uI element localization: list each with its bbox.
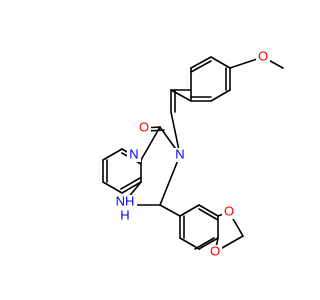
bond-c2-benzodioxole	[159, 204, 181, 217]
bond-benzo-6	[121, 181, 142, 194]
ring-nh-mask	[113, 209, 137, 223]
bond-dioxole-ring-4-inner	[194, 237, 215, 250]
bond-methyl-link	[170, 89, 192, 102]
imine-nitrogen-label: N	[175, 146, 184, 161]
dioxole-bottom-oxygen-label: O	[210, 243, 220, 258]
bond-n-n-link	[170, 111, 181, 156]
ring-nitrogen-label: N	[129, 146, 138, 161]
bond-dioxole-ring-5	[179, 237, 200, 250]
ring-nitrogen-mask	[127, 148, 141, 162]
bond-dioxole-ring-4	[198, 237, 219, 250]
ring-nh-top-mask	[113, 195, 137, 209]
bond-dioxole-ring-2	[198, 204, 219, 217]
dioxole-top-oxygen-mask	[222, 205, 236, 219]
methoxy-oxygen-label: O	[258, 48, 268, 63]
carbonyl-oxygen-mask	[137, 121, 151, 135]
bond-dioxole-ring-2-inner	[198, 208, 219, 221]
bond-n3-c2	[159, 154, 181, 206]
molecule-diagram: O N N H NH O O O	[102, 48, 284, 259]
atom-label-layer: O N N H NH O O O	[113, 48, 270, 259]
bond-anisole-2	[210, 56, 231, 69]
bond-anisole-4	[210, 89, 231, 102]
molecule-canvas: O N N H NH O O O	[102, 48, 284, 259]
bond-benzo-6-inner	[120, 177, 141, 190]
methoxy-oxygen-mask	[256, 50, 270, 64]
ring-nh-label: H	[120, 207, 129, 222]
bond-benzo-1	[102, 181, 123, 194]
dioxole-top-oxygen-label: O	[224, 203, 234, 218]
bond-benzo-3	[102, 148, 123, 161]
carbonyl-oxygen-label: O	[139, 119, 149, 134]
bond-dioxole-ring-1	[179, 204, 200, 217]
ring-nh-top-label: NH	[116, 193, 135, 208]
bond-c4a-carbonyl	[140, 126, 161, 161]
imine-nitrogen-mask	[173, 148, 187, 162]
dioxole-bottom-oxygen-mask	[208, 245, 222, 259]
bond-anisole-1-inner	[190, 60, 212, 73]
bond-anisole-1	[190, 56, 212, 69]
